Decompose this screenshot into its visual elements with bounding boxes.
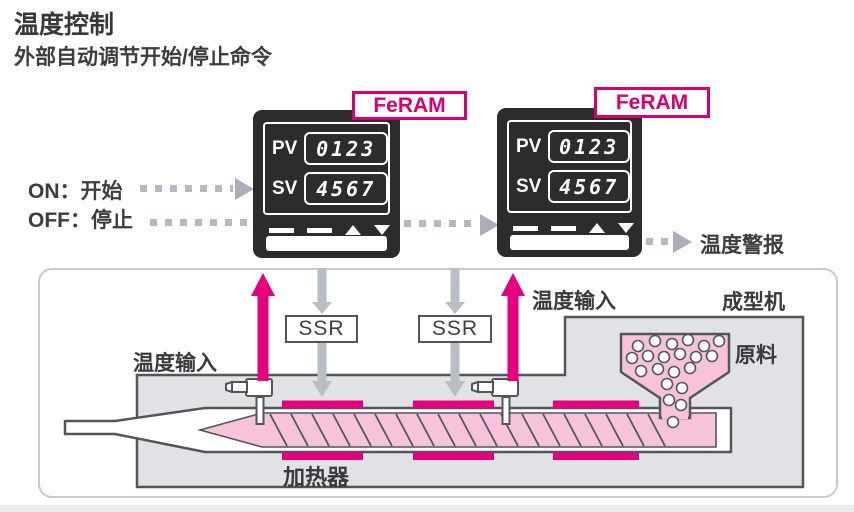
- control-output-arrow-icon: [445, 268, 465, 397]
- temp-controller-2: PV 0123 SV 4567: [497, 108, 642, 257]
- feram-tag-1: FeRAM: [352, 91, 467, 120]
- temp-input-label-right: 温度输入: [532, 290, 616, 313]
- sv-label: SV: [516, 175, 542, 197]
- temp-sensor-icon: [471, 378, 519, 425]
- temp-sensor-icon: [225, 378, 273, 425]
- key-icon: [269, 227, 294, 233]
- pv-label: PV: [516, 135, 542, 157]
- on-arrow-icon: [235, 178, 254, 200]
- controller-1-display-panel: PV 0123 SV 4567: [263, 122, 390, 215]
- ssr-box-2: SSR: [418, 315, 492, 343]
- key-icon: [551, 225, 576, 231]
- page-title: 温度控制: [14, 11, 115, 39]
- up-key-icon: [589, 223, 605, 233]
- heater-bands: [282, 400, 639, 460]
- page-edge: [0, 505, 854, 512]
- pv-display: 0123: [548, 130, 630, 163]
- down-key-icon: [618, 223, 634, 233]
- material-label: 原料: [735, 344, 777, 367]
- temp-input-label-left: 温度输入: [133, 352, 217, 375]
- pv-display: 0123: [304, 132, 388, 165]
- off-arrow-icon: [480, 214, 499, 236]
- machine-name-label: 成型机: [722, 291, 785, 314]
- controller-2-sv-row: SV 4567: [516, 170, 630, 203]
- pv-label: PV: [272, 137, 298, 159]
- temp-controller-1: PV 0123 SV 4567: [253, 110, 400, 258]
- alarm-label: 温度警报: [700, 234, 784, 257]
- controller-2-display-panel: PV 0123 SV 4567: [507, 120, 632, 213]
- screw-hatching: [269, 413, 666, 447]
- sv-display: 4567: [304, 172, 388, 205]
- molding-machine-graphic: [63, 268, 805, 489]
- down-key-icon: [374, 225, 390, 235]
- temp-input-arrow-icon: [251, 273, 275, 381]
- control-output-arrow-icon: [312, 268, 332, 397]
- material-pellets: [625, 333, 726, 429]
- screw-resin: [196, 412, 717, 448]
- up-key-icon: [345, 225, 361, 235]
- off-dotted-line-left: [150, 219, 250, 226]
- feram-tag-2: FeRAM: [594, 87, 710, 118]
- key-icon: [513, 225, 538, 231]
- controller-1-buttons: [269, 225, 392, 235]
- heater-label: 加热器: [283, 465, 350, 490]
- controller-1-sv-row: SV 4567: [272, 172, 388, 205]
- controller-2-buttons: [513, 223, 634, 233]
- off-stop-label: OFF：停止: [28, 209, 133, 232]
- off-dotted-line-middle: [404, 220, 478, 227]
- sv-label: SV: [272, 177, 298, 199]
- alarm-dotted-line: [646, 238, 671, 245]
- key-icon: [307, 227, 332, 233]
- controller-1-pv-row: PV 0123: [272, 132, 388, 165]
- sv-display: 4567: [548, 170, 630, 203]
- controller-2-pv-row: PV 0123: [516, 130, 630, 163]
- hopper-neck-join: [662, 409, 688, 419]
- on-start-label: ON：开始: [28, 180, 123, 203]
- temp-input-arrow-icon: [501, 273, 525, 381]
- on-dotted-line: [140, 185, 233, 192]
- controller-1-lower-panel: [266, 236, 387, 251]
- alarm-arrow-icon: [673, 231, 692, 253]
- ssr-box-1: SSR: [285, 315, 358, 343]
- controller-2-lower-panel: [510, 235, 629, 250]
- page-subtitle: 外部自动调节开始/停止命令: [14, 46, 272, 69]
